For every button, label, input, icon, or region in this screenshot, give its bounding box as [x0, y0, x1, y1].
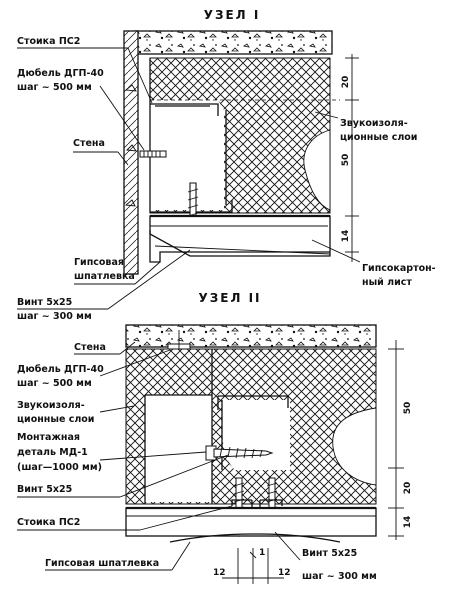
screw-horizontal	[213, 446, 274, 459]
label-screw2-1: Винт 5x25	[302, 548, 357, 559]
gypsum-board-2	[125, 507, 377, 537]
dim-50: 50	[341, 154, 351, 167]
label-wall-2: Стена	[74, 342, 106, 353]
label-dowel-1: Дюбель ДГП-40	[17, 68, 104, 79]
label-sound-2: ционные слои	[340, 132, 417, 143]
wall-slab	[125, 324, 377, 348]
label-putty-2: шпатлевка	[74, 271, 135, 282]
label-sound-2a: Звукоизоля-	[17, 400, 85, 411]
label-mount-2: деталь МД-1	[17, 447, 88, 458]
dim-14-2: 14	[403, 516, 413, 529]
label-wall: Стена	[73, 138, 105, 149]
label-dowel-2: шаг ~ 500 мм	[17, 82, 92, 93]
label-sound-2b: ционные слои	[17, 414, 94, 425]
label-stud-2: Стоика ПС2	[17, 517, 80, 528]
dim-1: 1	[259, 548, 265, 558]
dimension-chain-bottom: 1 12 12	[213, 548, 291, 584]
label-gypsum-1: Гипсокартон-	[362, 263, 436, 274]
label-mount-1: Монтажная	[17, 432, 80, 443]
ceiling-slab	[134, 30, 333, 55]
label-sound-1: Звукоизоля-	[340, 118, 408, 129]
dim-20: 20	[341, 76, 351, 89]
label-gypsum-2: ный лист	[362, 277, 412, 288]
node-1-title: УЗЕЛ I	[204, 8, 261, 22]
dim-12-left: 12	[213, 568, 226, 578]
label-putty-2: Гипсовая шпатлевка	[45, 558, 159, 569]
dim-12-right: 12	[278, 568, 291, 578]
label-dowel-2a: Дюбель ДГП-40	[17, 364, 104, 375]
label-screw-1: Винт 5x25	[17, 297, 72, 308]
dowel	[139, 150, 167, 158]
dim-14: 14	[341, 230, 351, 243]
dim-50-2: 50	[403, 402, 413, 415]
label-stud: Стоика ПС2	[17, 36, 80, 47]
dimension-chain-1: 20 50 14	[341, 54, 359, 262]
dimension-chain-2: 50 20 14	[388, 340, 413, 540]
label-dowel-2b: шаг ~ 500 мм	[17, 378, 92, 389]
node-2-title: УЗЕЛ II	[198, 291, 261, 305]
node-1: УЗЕЛ I	[17, 8, 436, 322]
node-2: УЗЕЛ II	[17, 291, 413, 584]
label-mount-3: (шаг—1000 мм)	[17, 462, 102, 473]
label-screw-2: Винт 5x25	[17, 484, 72, 495]
label-putty-1: Гипсовая	[74, 257, 124, 268]
label-screw2-2: шаг ~ 300 мм	[302, 571, 377, 582]
label-screw-2: шаг ~ 300 мм	[17, 311, 92, 322]
dim-20-2: 20	[403, 482, 413, 495]
wall-section	[123, 30, 139, 275]
